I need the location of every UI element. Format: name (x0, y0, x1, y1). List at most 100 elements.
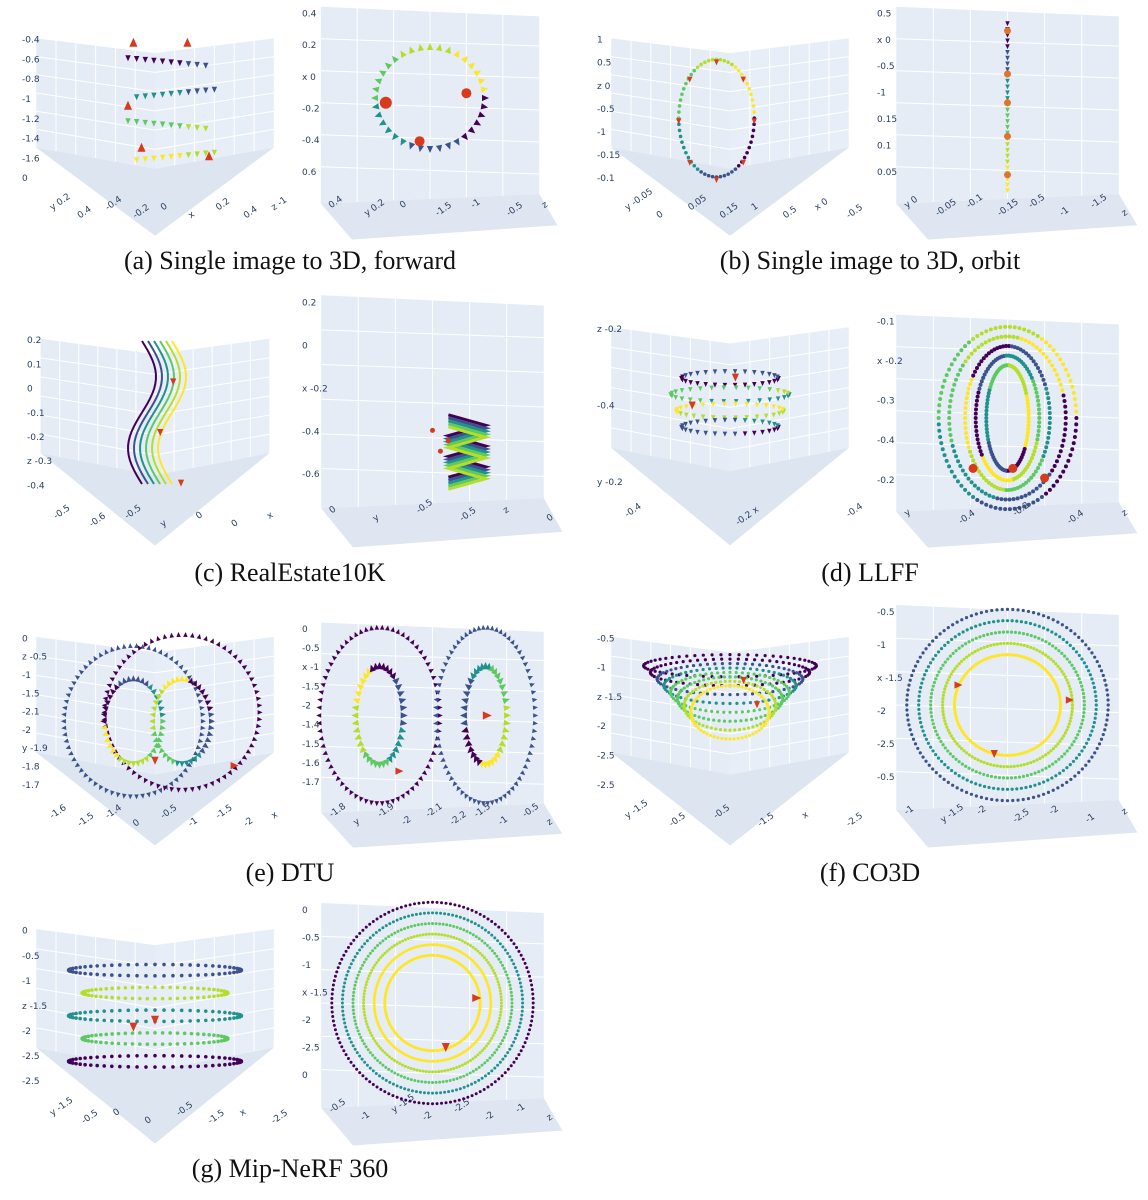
camera-point (1073, 403, 1078, 408)
camera-point (403, 938, 407, 942)
camera-point (182, 985, 187, 990)
camera-cone (168, 655, 174, 662)
camera-cone (215, 641, 221, 647)
camera-point (766, 716, 770, 720)
camera-point (1011, 607, 1015, 612)
camera-point (1063, 752, 1067, 756)
camera-point (1058, 474, 1063, 479)
camera-cone (356, 684, 365, 691)
camera-point (957, 646, 961, 650)
camera-point (457, 1098, 461, 1102)
camera-point (384, 924, 388, 928)
tick-label: -0.2 (27, 433, 45, 443)
camera-point (995, 335, 1000, 340)
camera-cone (206, 706, 214, 712)
camera-point (504, 970, 508, 974)
camera-point (99, 987, 103, 991)
camera-point (1077, 752, 1081, 757)
camera-point (949, 734, 953, 738)
camera-point (1026, 609, 1031, 614)
camera-point (399, 917, 403, 921)
tick-label: -2 (242, 816, 255, 829)
camera-point (399, 905, 403, 909)
camera-point (685, 690, 689, 694)
camera-cone (151, 57, 157, 64)
camera-point (733, 679, 737, 684)
camera-cone (754, 402, 760, 408)
camera-point (699, 728, 703, 732)
camera-point (1046, 430, 1051, 435)
camera-point (1029, 633, 1033, 638)
camera-point (712, 686, 716, 690)
camera-point (759, 679, 763, 683)
camera-point (434, 1070, 438, 1074)
camera-point (1039, 742, 1043, 746)
camera-point (760, 726, 764, 730)
camera-point (344, 1053, 348, 1057)
camera-cone (742, 418, 748, 424)
camera-cone (187, 758, 193, 765)
camera-point (953, 739, 957, 743)
tick-label: -1.8 (22, 763, 40, 773)
camera-point (752, 709, 756, 713)
camera-point (974, 624, 978, 628)
camera-point (74, 1057, 78, 1061)
camera-point (1056, 786, 1060, 790)
camera-cone (149, 712, 156, 718)
tick-label: z -1 (270, 195, 289, 213)
camera-point (692, 68, 697, 73)
camera-cone (122, 793, 127, 799)
camera-point (1022, 384, 1027, 389)
camera-point (201, 1040, 206, 1045)
camera-cone (254, 730, 260, 735)
camera-point (431, 911, 434, 915)
camera-point (1027, 491, 1032, 496)
tick-label: -1 (877, 641, 886, 651)
camera-point (1106, 693, 1110, 697)
camera-point (908, 678, 912, 682)
camera-point (110, 973, 114, 977)
camera-point (162, 1053, 166, 1058)
camera-point (415, 1068, 419, 1072)
camera-point (346, 946, 350, 950)
camera-cone (383, 664, 390, 673)
camera-cone (203, 150, 209, 157)
camera-cone (399, 705, 408, 712)
camera-point (987, 338, 992, 343)
camera-point (1022, 655, 1026, 659)
camera-point (1074, 736, 1078, 740)
camera-cone (369, 800, 374, 806)
camera-point (1044, 491, 1049, 496)
camera-point (1038, 483, 1043, 488)
camera-point (478, 1003, 482, 1007)
camera-cone (255, 696, 262, 702)
camera-point (499, 1042, 503, 1046)
camera-point (498, 942, 502, 946)
camera-cone (143, 777, 149, 784)
camera-point (1060, 651, 1064, 655)
camera-point (1045, 391, 1050, 396)
camera-point (958, 680, 962, 684)
camera-cone (209, 638, 214, 644)
tick-label: -1.7 (22, 781, 40, 791)
tick-label: -1 (22, 671, 31, 681)
camera-point (203, 1054, 208, 1059)
camera-point (728, 693, 732, 697)
camera-cone (527, 676, 533, 681)
camera-point (510, 1001, 514, 1005)
camera-cone (354, 733, 363, 740)
camera-point (145, 985, 150, 990)
camera-cone (525, 757, 531, 763)
camera-point (488, 1039, 492, 1043)
camera-point (362, 1001, 366, 1005)
camera-point (801, 665, 805, 669)
camera-cone (249, 743, 255, 748)
camera-cone (477, 78, 486, 85)
camera-point (528, 1028, 532, 1032)
tick-label: 0 (143, 1115, 154, 1127)
camera-point (936, 416, 941, 420)
camera-point (984, 353, 989, 358)
camera-point (1021, 631, 1026, 636)
camera-point (948, 399, 953, 404)
